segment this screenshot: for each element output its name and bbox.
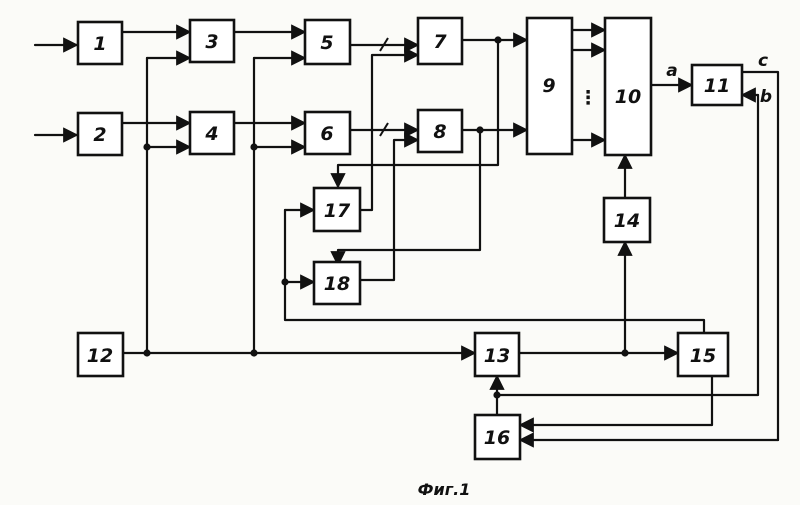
block-label: 11: [704, 75, 730, 97]
junction-dot: [493, 391, 500, 398]
block-18: 18: [314, 262, 360, 304]
block-8: 8: [418, 110, 462, 152]
block-2: 2: [78, 113, 122, 155]
blocks: 1 2 3 4 5 6 7 8: [78, 18, 742, 459]
block-label: 6: [320, 123, 333, 145]
junction-dot: [476, 126, 483, 133]
junction-dot: [250, 143, 257, 150]
block-label: 7: [433, 31, 447, 53]
block-label: 13: [484, 345, 510, 367]
junction-dot: [143, 143, 150, 150]
junction-dot: [281, 278, 288, 285]
junction-dot: [621, 349, 628, 356]
junction-dot: [143, 349, 150, 356]
block-7: 7: [418, 18, 462, 64]
block-11: 11: [692, 65, 742, 105]
junction-dot: [250, 349, 257, 356]
block-label: 14: [614, 210, 640, 232]
block-9: 9: [527, 18, 572, 154]
block-label: 3: [205, 31, 218, 53]
block-5: 5: [305, 20, 350, 64]
block-label: 2: [93, 124, 106, 146]
figure-caption: Фиг.1: [418, 480, 471, 499]
block-label: 15: [690, 345, 716, 367]
block-label: 9: [542, 75, 555, 97]
block-15: 15: [678, 333, 728, 376]
block-6: 6: [305, 112, 350, 154]
block-12: 12: [78, 333, 123, 376]
block-label: 5: [320, 32, 333, 54]
block-16: 16: [475, 415, 520, 459]
junction-dot: [494, 36, 501, 43]
block-label: 17: [324, 200, 351, 222]
block-label: 8: [433, 121, 446, 143]
signal-label-b: b: [760, 87, 772, 107]
signal-label-c: c: [758, 51, 768, 71]
block-1: 1: [78, 22, 122, 64]
block-label: 16: [484, 427, 510, 449]
line-15-to-16: [520, 376, 712, 425]
line-17-to-7: [360, 55, 418, 210]
block-3: 3: [190, 20, 234, 62]
ellipsis-dots: ⋮: [579, 87, 598, 109]
block-label: 18: [324, 273, 350, 295]
block-10: 10: [605, 18, 651, 155]
block-label: 10: [615, 86, 641, 108]
block-label: 1: [93, 33, 106, 55]
block-13: 13: [475, 333, 519, 376]
signal-label-a: a: [666, 61, 677, 81]
block-label: 4: [204, 123, 218, 145]
connections: [35, 30, 778, 440]
line-c-right: [742, 72, 778, 440]
block-14: 14: [604, 198, 650, 242]
block-4: 4: [190, 112, 234, 154]
block-label: 12: [87, 345, 113, 367]
block-17: 17: [314, 188, 360, 231]
